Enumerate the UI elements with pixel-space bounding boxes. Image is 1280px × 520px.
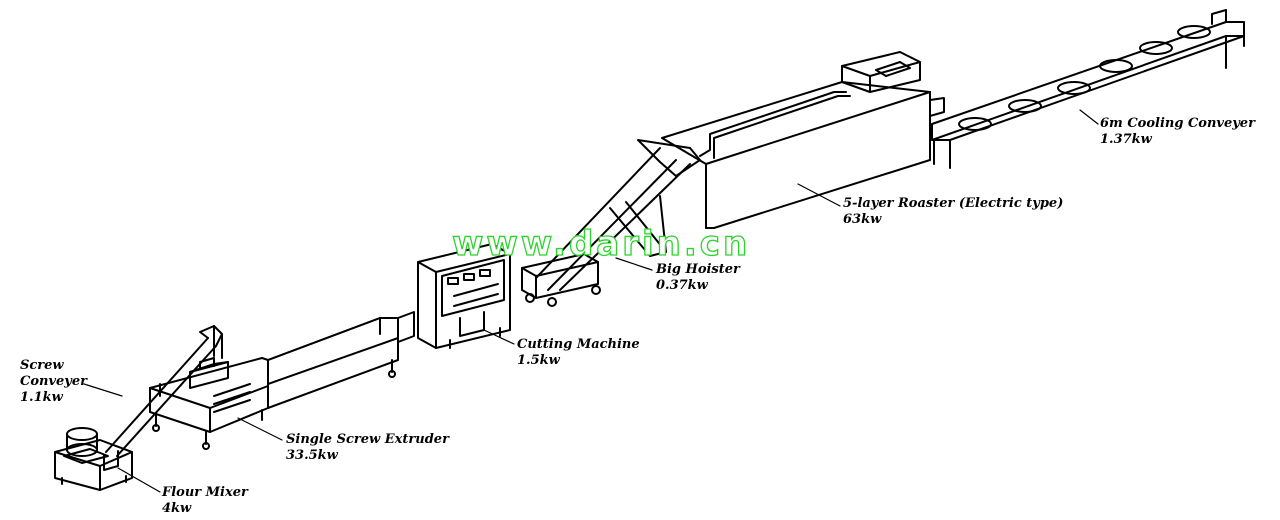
- cutting-machine-power: 1.5kw: [517, 353, 560, 368]
- big-hoister-drawing: [521, 139, 701, 307]
- flour-mixer-drawing: [54, 427, 133, 491]
- flour-mixer-name: Flour Mixer: [162, 485, 248, 500]
- roaster-name: 5-layer Roaster (Electric type): [843, 196, 1064, 211]
- cooling-conveyer-drawing: [931, 9, 1245, 169]
- big-hoister-label: Big Hoister 0.37kw: [656, 262, 740, 294]
- cutting-machine-name: Cutting Machine: [517, 337, 640, 352]
- leader-lines: [83, 109, 1099, 493]
- screw-conveyer-label: Screw Conveyer 1.1kw: [20, 358, 87, 406]
- cooling-conveyer-name: 6m Cooling Conveyer: [1100, 116, 1255, 131]
- watermark-text: www.darin.cn: [451, 223, 751, 264]
- extruder-label: Single Screw Extruder 33.5kw: [286, 432, 449, 464]
- roaster-label: 5-layer Roaster (Electric type) 63kw: [843, 196, 1063, 228]
- cooling-conveyer-label: 6m Cooling Conveyer 1.37kw: [1100, 116, 1255, 148]
- flour-mixer-power: 4kw: [162, 501, 192, 516]
- roaster-power: 63kw: [843, 212, 882, 227]
- cooling-conveyer-power: 1.37kw: [1100, 132, 1152, 147]
- single-screw-extruder-drawing: [149, 311, 415, 450]
- flour-mixer-label: Flour Mixer 4kw: [162, 485, 248, 517]
- screw-conveyer-drawing: [105, 325, 223, 457]
- big-hoister-name: Big Hoister: [656, 262, 740, 277]
- extruder-name: Single Screw Extruder: [286, 432, 449, 447]
- big-hoister-power: 0.37kw: [656, 278, 708, 293]
- cutting-machine-label: Cutting Machine 1.5kw: [517, 337, 640, 369]
- screw-conveyer-power: 1.1kw: [20, 390, 63, 405]
- extruder-power: 33.5kw: [286, 448, 338, 463]
- roaster-drawing: [661, 51, 945, 229]
- screw-conveyer-name-line1: Screw: [20, 358, 64, 373]
- cutting-machine-drawing: [417, 243, 511, 349]
- screw-conveyer-name-line2: Conveyer: [20, 374, 87, 389]
